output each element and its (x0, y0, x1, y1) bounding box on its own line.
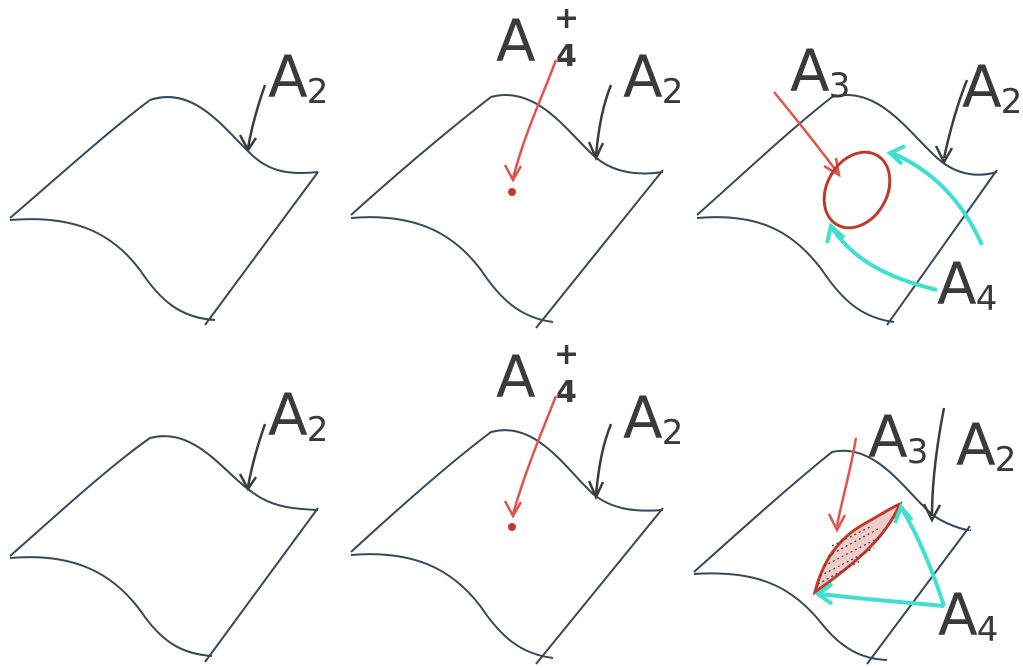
label-a2: A2 (623, 389, 683, 450)
surface-near-edge (697, 217, 894, 322)
surface-right-edge (205, 172, 318, 325)
a4plus-point (508, 523, 516, 531)
surface-right-edge (205, 508, 318, 662)
surface-right-edge (536, 508, 663, 664)
surface-far-edge (351, 95, 663, 215)
surface-far-edge (351, 430, 663, 552)
label-a4-plus: A + 4 (496, 12, 535, 70)
surface-far-edge (10, 97, 318, 218)
panel-bottom-3: A3 A2 A4 (682, 334, 1023, 668)
surface-near-edge (351, 217, 553, 322)
panel-bottom-1: A2 (0, 334, 341, 668)
surface-near-edge (351, 554, 553, 658)
label-a4-plus: A + 4 (496, 348, 535, 406)
a4plus-arrowhead (505, 501, 521, 516)
label-a4: A4 (938, 586, 998, 647)
a4plus-arrow (513, 60, 556, 178)
label-a2: A2 (623, 48, 683, 109)
surface-far-edge (10, 436, 318, 556)
a4plus-point (508, 188, 516, 196)
a4-arrow-lower (832, 228, 937, 290)
label-a3: A3 (868, 408, 928, 469)
surface-near-edge (694, 573, 887, 660)
panel-bottom-2: A + 4 A2 (341, 334, 682, 668)
panel-top-1: A2 (0, 0, 341, 334)
a4-arrow-lower (820, 594, 944, 606)
panel-top-2: A + 4 A2 (341, 0, 682, 334)
label-a2: A2 (268, 48, 328, 109)
panel-top-3: A3 A2 A4 (682, 0, 1023, 334)
a4plus-arrow (513, 396, 556, 514)
label-a4: A4 (937, 255, 997, 316)
surface-near-edge (10, 557, 212, 656)
label-a2: A2 (268, 386, 328, 447)
a4-arrow-upper (892, 153, 982, 245)
surface-right-edge (536, 170, 663, 328)
a2-arrow (932, 408, 944, 516)
surface-near-edge (10, 219, 215, 320)
label-a2: A2 (962, 58, 1022, 119)
label-a2: A2 (956, 416, 1016, 477)
a4plus-arrowhead (505, 165, 521, 180)
label-a3: A3 (790, 42, 850, 103)
